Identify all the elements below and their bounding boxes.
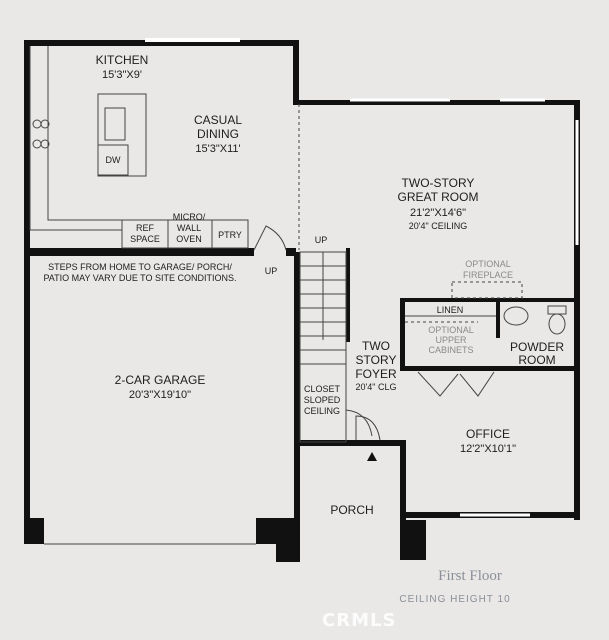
wall-left-garage — [24, 252, 30, 544]
garage-steps-note-2: PATIO MAY VARY DUE TO SITE CONDITIONS. — [43, 273, 236, 283]
powder-sink — [503, 306, 529, 326]
closet-label-3: CEILING — [304, 406, 340, 416]
kitchen-island — [97, 93, 147, 177]
great-room-name-1: TWO-STORY — [402, 176, 475, 190]
dw-label: DW — [106, 155, 121, 165]
garage-name: 2-CAR GARAGE — [115, 373, 206, 387]
office-dims: 12'2"X10'1" — [460, 443, 516, 455]
wall-top-kitchen — [24, 40, 299, 46]
garage-pier-right — [256, 518, 298, 544]
wall-stair-right — [346, 248, 350, 342]
wall-linen-top — [400, 298, 578, 302]
labels: KITCHEN 15'3"X9' CASUAL DINING 15'3"X11'… — [43, 53, 564, 517]
foyer-name-1: TWO — [362, 339, 390, 353]
office-door-swing — [417, 371, 495, 397]
fireplace-note-1: OPTIONAL — [465, 259, 511, 269]
cooktop-burner-2 — [40, 119, 50, 129]
dining-dims: 15'3"X11' — [195, 143, 240, 155]
stair-up-label: UP — [315, 235, 328, 245]
watermark-logo: CRMLS — [322, 610, 397, 631]
kitchen-name: KITCHEN — [96, 53, 149, 67]
porch-name: PORCH — [330, 503, 373, 517]
office-name: OFFICE — [466, 427, 510, 441]
closet-door-swing — [345, 409, 373, 437]
kitchen-counter-inner — [47, 46, 122, 221]
cabinets-note-3: CABINETS — [428, 345, 473, 355]
powder-name-1: POWDER — [510, 340, 564, 354]
ceiling-height-note: CEILING HEIGHT 10 — [399, 594, 511, 605]
powder-name-2: ROOM — [518, 353, 555, 367]
wall-left-kitchen — [24, 40, 30, 252]
dining-name-2: DINING — [197, 127, 239, 141]
cooktop-burner-4 — [40, 139, 50, 149]
garage-steps-note-1: STEPS FROM HOME TO GARAGE/ PORCH/ — [48, 262, 232, 272]
wall-right-great-room — [574, 100, 580, 520]
foyer-name-3: FOYER — [355, 367, 397, 381]
ref-label-2: SPACE — [130, 234, 160, 244]
fireplace-outline — [451, 281, 523, 299]
closet-label-1: CLOSET — [304, 384, 341, 394]
cooktop-burner-3 — [32, 139, 42, 149]
porch-bottom-wall — [276, 540, 300, 562]
powder-toilet-tank — [547, 305, 567, 315]
micro-label-1: MICRO/ — [173, 212, 206, 222]
pantry-door-swing — [253, 225, 287, 251]
wall-powder-bottom — [478, 366, 574, 371]
island-sink — [104, 107, 126, 141]
pantry-label: PTRY — [218, 230, 242, 240]
wall-linen-left — [400, 298, 405, 370]
cabinets-note-2: UPPER — [435, 335, 467, 345]
wall-garage-right — [294, 252, 300, 562]
wall-garage-entry — [286, 248, 296, 256]
wall-kitchen-dining-right — [293, 40, 299, 104]
floor-title: First Floor — [438, 568, 502, 584]
closet-label-2: SLOPED — [304, 395, 341, 405]
wall-porch-right — [400, 440, 406, 560]
entry-arrow-icon — [367, 452, 377, 461]
micro-label-3: OVEN — [176, 234, 202, 244]
garage-dims: 20'3"X19'10" — [129, 389, 191, 401]
garage-up-label: UP — [265, 266, 278, 276]
pantry-box — [211, 219, 249, 249]
kitchen-dims: 15'3"X9' — [102, 69, 142, 81]
wall-porch-pier — [400, 520, 426, 560]
fireplace-note-2: FIREPLACE — [463, 270, 513, 280]
wall-kitchen-garage — [24, 248, 254, 256]
dishwasher — [97, 144, 129, 176]
walls — [24, 40, 580, 562]
wall-step-great-room — [293, 100, 579, 105]
powder-toilet-bowl — [548, 313, 566, 335]
foyer-name-2: STORY — [356, 353, 397, 367]
dining-name-1: CASUAL — [194, 113, 242, 127]
cabinets-note-1: OPTIONAL — [428, 325, 474, 335]
wall-powder-left — [496, 298, 500, 338]
micro-label-2: WALL — [177, 223, 201, 233]
great-room-dims: 21'2"X14'6" — [410, 207, 466, 219]
great-room-name-2: GREAT ROOM — [398, 190, 479, 204]
wall-foyer-bottom — [298, 440, 402, 446]
foyer-door-swing — [355, 415, 381, 441]
cooktop-burner-1 — [32, 119, 42, 129]
linen-label: LINEN — [437, 305, 464, 315]
ref-label-1: REF — [136, 223, 155, 233]
foyer-ceiling: 20'4" CLG — [356, 382, 397, 392]
great-room-ceiling: 20'4" CEILING — [409, 221, 467, 231]
thin-lines — [29, 38, 579, 545]
garage-pier-left — [24, 518, 44, 544]
